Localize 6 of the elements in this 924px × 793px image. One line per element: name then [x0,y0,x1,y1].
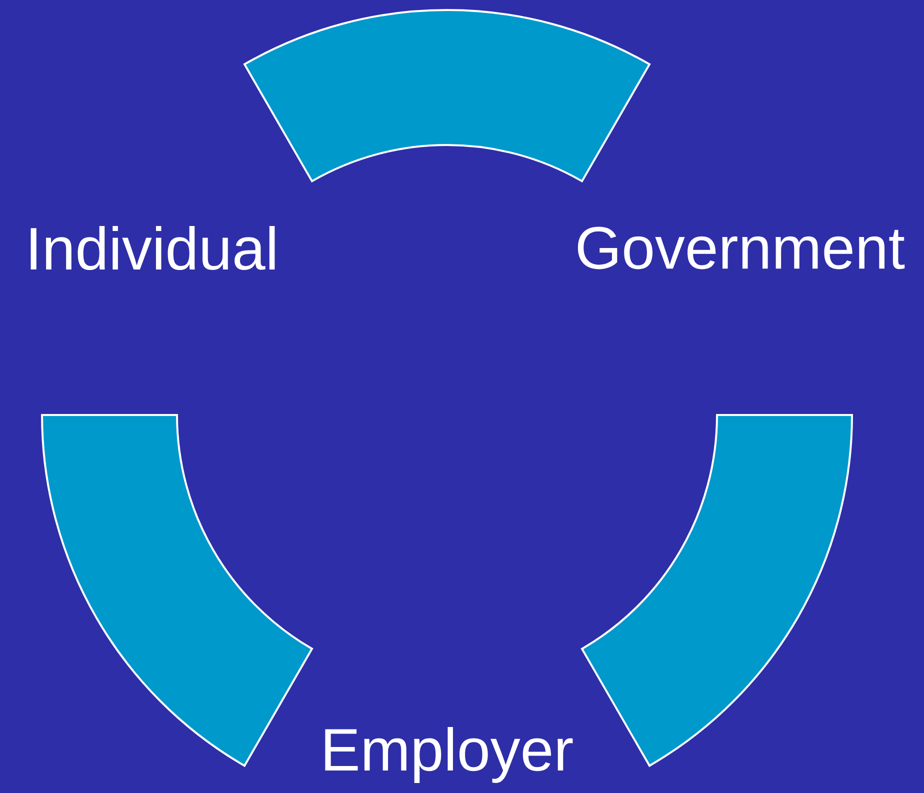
arc-band [581,414,853,767]
label-text: Employer [325,727,573,783]
label-text: Individual [30,226,275,270]
arc-band [41,414,313,767]
arc-band [244,9,650,182]
label-text: Government [578,226,905,270]
